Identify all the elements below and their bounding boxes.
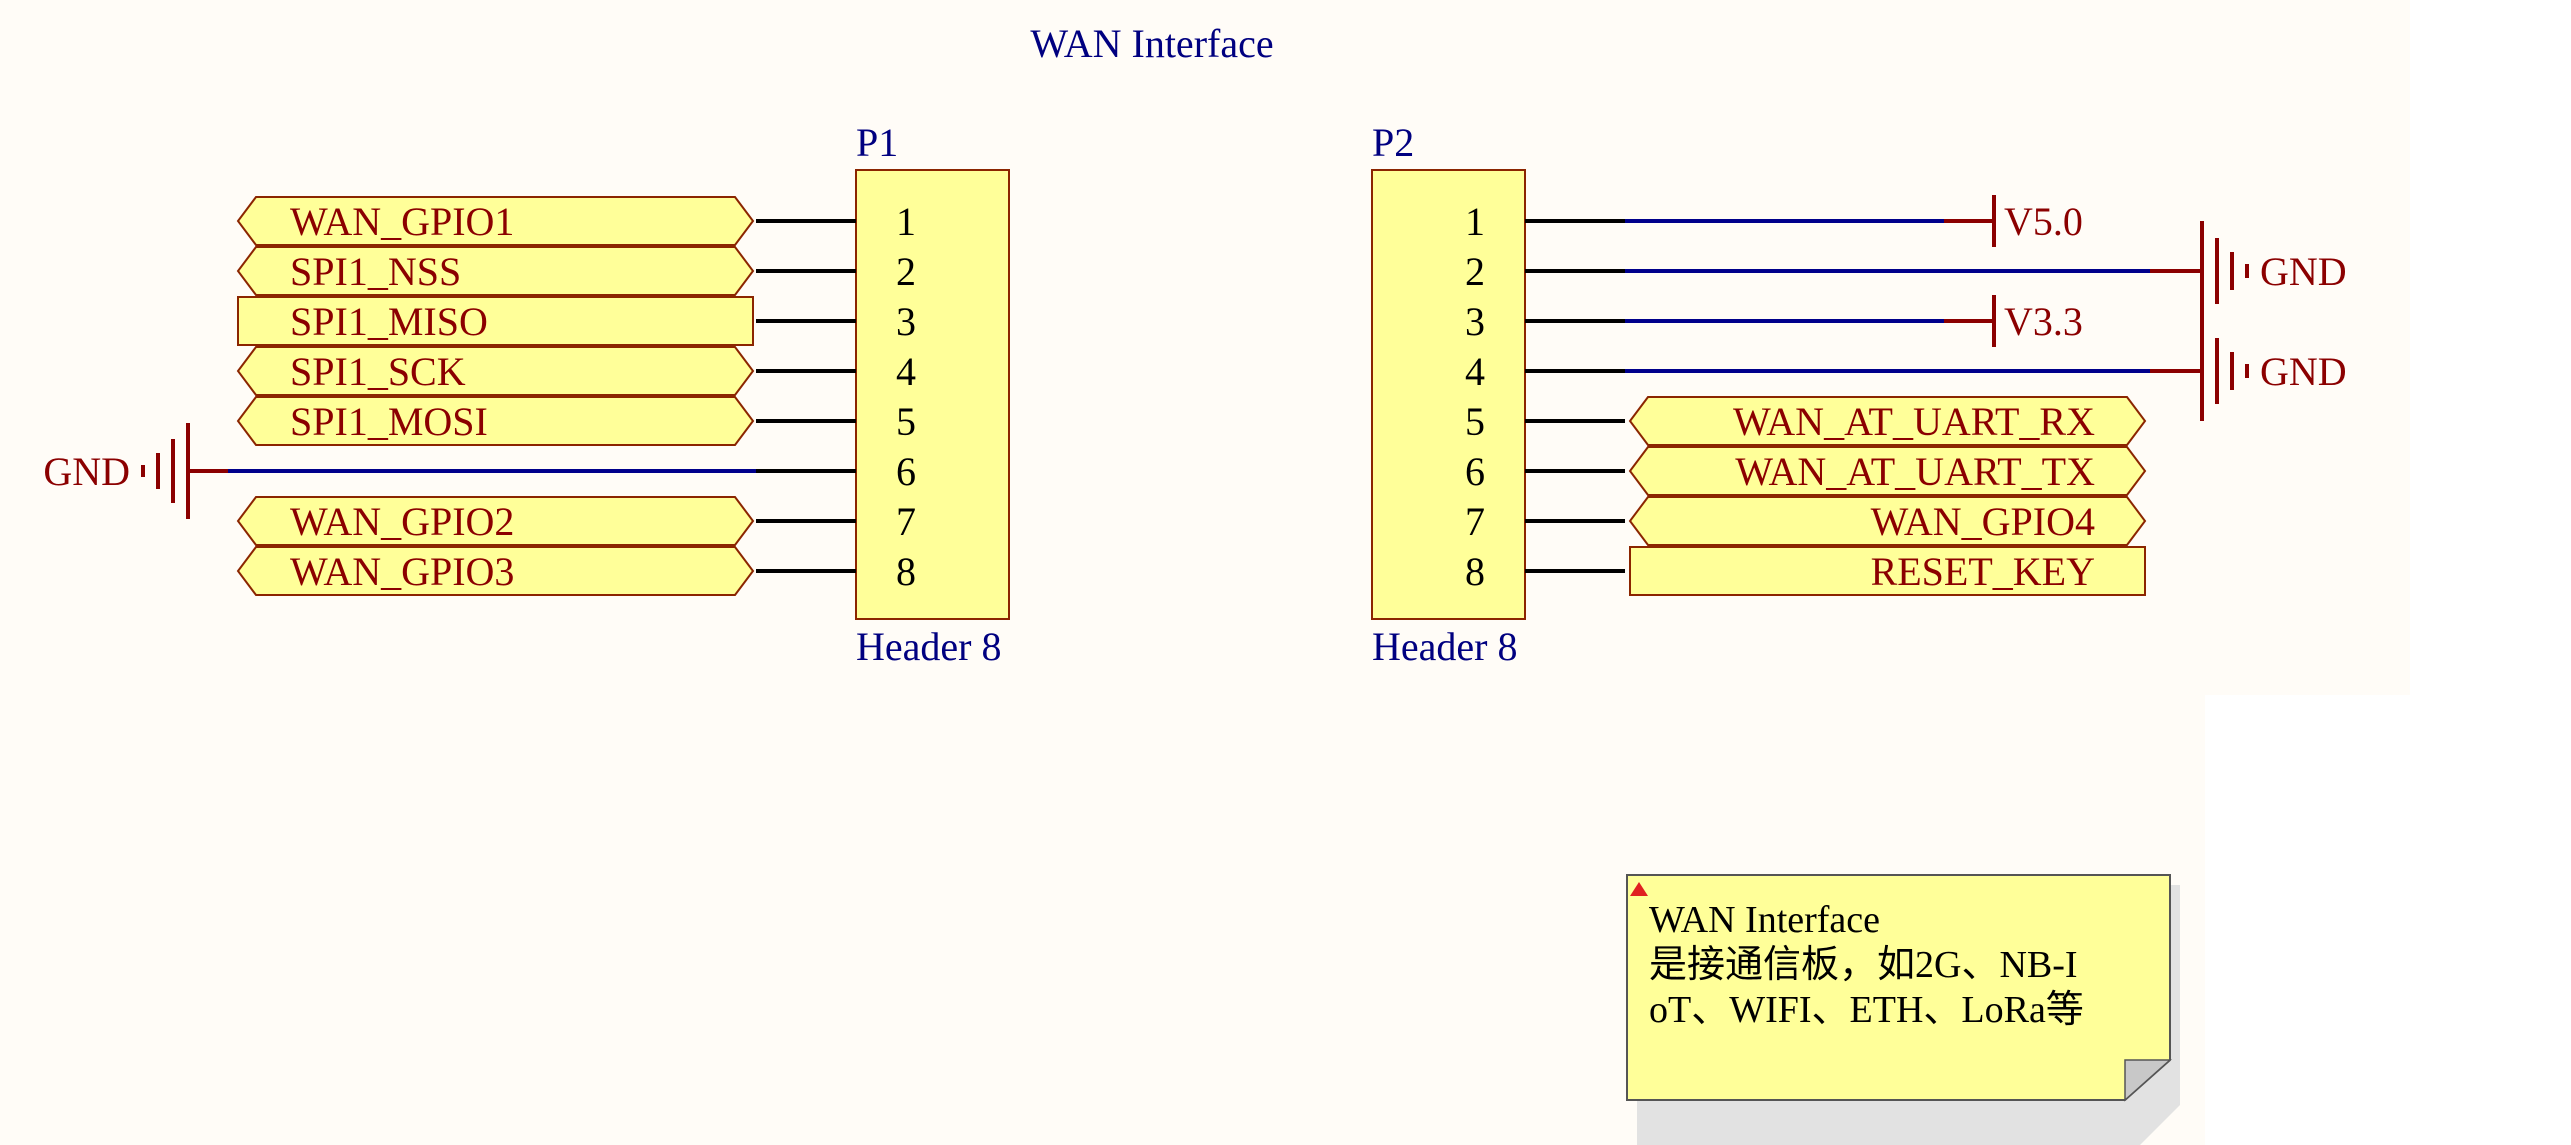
p1-pin-2-number: 2: [896, 249, 916, 294]
note-marker-icon: [1630, 882, 1648, 896]
p2-comment: Header 8: [1372, 624, 1517, 669]
p1-net-1-port[interactable]: WAN_GPIO1: [236, 196, 755, 246]
p2-pin-5-number: 5: [1465, 399, 1485, 444]
p1-pin-5-number: 5: [896, 399, 916, 444]
p1-pin-7-number: 7: [896, 499, 916, 544]
p1-net-7-port[interactable]: WAN_GPIO2: [236, 496, 755, 546]
p2-nets: V5.0GNDV3.3GNDWAN_AT_UART_RXWAN_AT_UART_…: [1625, 195, 2347, 596]
p2-net-2-ground: GND: [2150, 221, 2347, 321]
p2-net-7-port-text: WAN_GPIO4: [1871, 499, 2095, 544]
p1-pin-6-number: 6: [896, 449, 916, 494]
p1-pin-3-number: 3: [896, 299, 916, 344]
sheet-title: WAN Interface: [1030, 21, 1273, 66]
p1-net-8-port-text: WAN_GPIO3: [290, 549, 514, 594]
p2-net-6-port[interactable]: WAN_AT_UART_TX: [1628, 446, 2147, 496]
p2-net-7-port[interactable]: WAN_GPIO4: [1628, 496, 2147, 546]
p2-net-5-port[interactable]: WAN_AT_UART_RX: [1628, 396, 2147, 446]
p2-pin-4-number: 4: [1465, 349, 1485, 394]
p2-pin-8-number: 8: [1465, 549, 1485, 594]
p1-pin-1-number: 1: [896, 199, 916, 244]
note-line-3: oT、WIFI、ETH、LoRa等: [1649, 989, 2084, 1031]
p1-net-5-port[interactable]: SPI1_MOSI: [236, 396, 755, 446]
p2-pin-7-number: 7: [1465, 499, 1485, 544]
p2-pin-1-number: 1: [1465, 199, 1485, 244]
p2-net-2-ground-label: GND: [2260, 249, 2347, 294]
p1-net-7-port-text: WAN_GPIO2: [290, 499, 514, 544]
p1-net-8-port[interactable]: WAN_GPIO3: [236, 546, 755, 596]
p1-net-6-ground-label: GND: [43, 449, 130, 494]
p1-pins: 1 2 3 4 5 6 7 8: [756, 199, 916, 594]
p2-net-3-power-label: V3.3: [2004, 299, 2083, 344]
p1-net-2-port-text: SPI1_NSS: [290, 249, 461, 294]
p1-designator: P1: [856, 120, 898, 165]
note-fold: [2124, 1059, 2172, 1102]
p2-net-1-power: V5.0: [1944, 195, 2083, 247]
p1-net-4-port-text: SPI1_SCK: [290, 349, 466, 394]
p1-net-6-ground: GND: [43, 423, 228, 519]
p2-net-4-ground-label: GND: [2260, 349, 2347, 394]
p2-body[interactable]: [1371, 169, 1526, 620]
p1-body[interactable]: [855, 169, 1010, 620]
p2-pin-2-number: 2: [1465, 249, 1485, 294]
p1-net-3-port-text: SPI1_MISO: [290, 299, 488, 344]
p2-net-6-port-text: WAN_AT_UART_TX: [1735, 449, 2095, 494]
p1-net-5-port-text: SPI1_MOSI: [290, 399, 488, 444]
p1-net-4-port[interactable]: SPI1_SCK: [236, 346, 755, 396]
p2-net-1-power-label: V5.0: [2004, 199, 2083, 244]
p2-net-3-power: V3.3: [1944, 295, 2083, 347]
note-line-2: 是接通信板，如2G、NB-I: [1649, 944, 2078, 986]
p1-pin-4-number: 4: [896, 349, 916, 394]
p1-net-2-port[interactable]: SPI1_NSS: [236, 246, 755, 296]
p1-comment: Header 8: [856, 624, 1001, 669]
p2-pin-3-number: 3: [1465, 299, 1485, 344]
p2-net-4-ground: GND: [2150, 321, 2347, 421]
note-box[interactable]: WAN Interface 是接通信板，如2G、NB-I oT、WIFI、ETH…: [1626, 874, 2180, 1145]
p1-pin-8-number: 8: [896, 549, 916, 594]
p2-net-8-port[interactable]: RESET_KEY: [1629, 546, 2146, 596]
p1-net-3-port[interactable]: SPI1_MISO: [237, 296, 754, 346]
p2-pins: 1 2 3 4 5 6 7 8: [1465, 199, 1625, 594]
p2-designator: P2: [1372, 120, 1414, 165]
p2-pin-6-number: 6: [1465, 449, 1485, 494]
p1-net-1-port-text: WAN_GPIO1: [290, 199, 514, 244]
p2-net-5-port-text: WAN_AT_UART_RX: [1733, 399, 2095, 444]
note-line-1: WAN Interface: [1649, 899, 1880, 941]
p2-net-8-port-text: RESET_KEY: [1871, 549, 2095, 594]
